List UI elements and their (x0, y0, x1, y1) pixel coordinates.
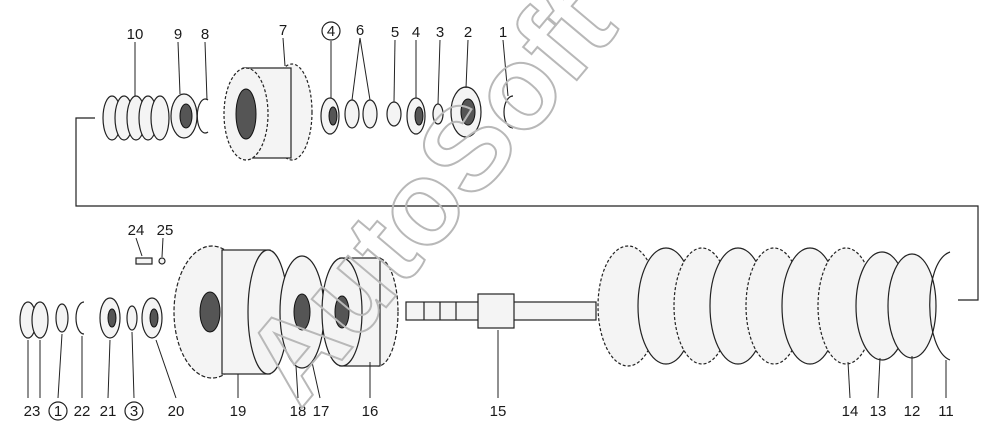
watermark: AutoSoft (219, 0, 640, 427)
callout-1-circled: 1 (54, 403, 62, 420)
callout-2: 2 (464, 24, 472, 41)
callout-4-circled: 4 (327, 23, 335, 40)
part-22-snap-ring (75, 301, 85, 335)
part-16-clutch-drum (321, 257, 399, 367)
part-11-snap-ring (929, 251, 951, 361)
part-4-bearing-upper (320, 97, 340, 135)
part-10-spring-pack (102, 95, 170, 141)
callout-3: 3 (436, 24, 444, 41)
callout-11: 11 (938, 403, 954, 420)
callout-18: 18 (290, 403, 307, 420)
callout-7: 7 (279, 22, 287, 39)
callout-17: 17 (313, 403, 330, 420)
callout-16: 16 (362, 403, 379, 420)
part-4-bearing-upper-b (406, 97, 426, 135)
callout-24: 24 (128, 222, 145, 239)
callout-4-circle (321, 21, 341, 41)
lower-leaders (27, 237, 947, 399)
callout-9: 9 (174, 26, 182, 43)
part-8-snap-ring (196, 98, 209, 134)
part-5-ring (386, 101, 402, 127)
part-3-ring-lower (126, 305, 138, 331)
part-14-13-12-clutch-pack (597, 245, 937, 367)
part-18-17-hub (279, 255, 325, 369)
part-7-double-gear (223, 63, 313, 161)
callout-4: 4 (412, 24, 420, 41)
callout-15: 15 (490, 403, 507, 420)
part-19-gear-drum (173, 245, 289, 379)
callout-12: 12 (904, 403, 921, 420)
part-1-ring-lower (55, 303, 69, 333)
callout-23: 23 (24, 403, 41, 420)
connector-bracket (75, 117, 979, 301)
callout-21: 21 (100, 403, 117, 420)
callout-1-circle (48, 401, 68, 421)
part-23-rings (19, 301, 49, 339)
callout-13: 13 (870, 403, 887, 420)
callout-25: 25 (157, 222, 174, 239)
pin-24-25 (135, 257, 166, 265)
upper-leaders (134, 37, 509, 105)
part-20-bearing (141, 297, 163, 339)
part-9-bearing-ring (170, 93, 198, 139)
callout-14: 14 (842, 403, 859, 420)
callout-19: 19 (230, 403, 247, 420)
callout-8: 8 (201, 26, 209, 43)
callout-20: 20 (168, 403, 185, 420)
callout-3-circle (124, 401, 144, 421)
part-2-bearing (450, 86, 482, 138)
callout-22: 22 (74, 403, 91, 420)
part-15-shaft (405, 293, 597, 329)
part-21-bearing (99, 297, 121, 339)
callout-10: 10 (127, 26, 144, 43)
callout-5: 5 (391, 24, 399, 41)
callout-6: 6 (356, 22, 364, 39)
callout-3-circled: 3 (130, 403, 138, 420)
part-1-snap-ring-upper (503, 95, 514, 129)
part-6-washers (344, 99, 378, 129)
callout-1: 1 (499, 24, 507, 41)
